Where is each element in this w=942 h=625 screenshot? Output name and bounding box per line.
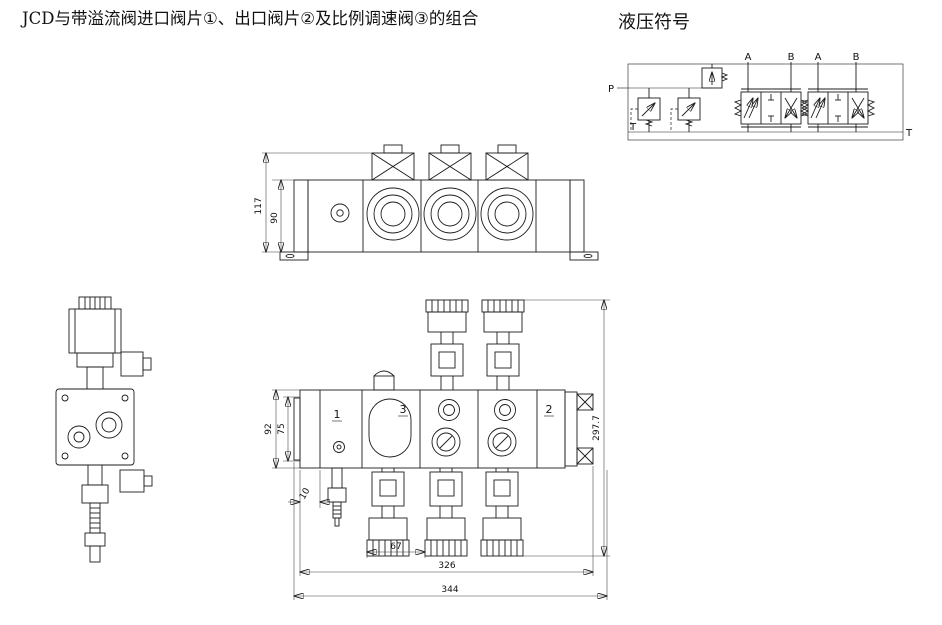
port-t-right-label: T <box>905 128 913 139</box>
work-port-b2-label: B <box>853 52 860 63</box>
dim-body-length: 326 <box>438 561 455 571</box>
front-left-foot <box>279 251 309 261</box>
front-right-endplate <box>569 179 585 253</box>
side-connector-top <box>120 351 152 377</box>
port-p-label: P <box>608 84 614 95</box>
front-left-endplate <box>293 179 309 253</box>
schematic-heading: 液压符号 <box>618 12 690 33</box>
page-title: JCD与带溢流阀进口阀片①、出口阀片②及比例调速阀③的组合 <box>20 9 478 28</box>
plan-work-section-2-ports <box>487 399 517 457</box>
relief-valve-symbol-2 <box>670 88 701 132</box>
front-valve-2 <box>423 144 477 241</box>
section-label-outlet: 2 <box>546 403 553 416</box>
plan-left-lip <box>293 397 301 461</box>
plan-right-bracket <box>564 391 594 467</box>
plan-bottom-solenoid-3 <box>480 468 524 557</box>
plan-flow-slot <box>368 398 412 458</box>
plan-manifold-body <box>299 389 566 469</box>
dim-plan-width-inner: 75 <box>277 423 287 434</box>
dim-total-length: 344 <box>441 585 458 595</box>
plan-inlet-vent <box>333 441 345 453</box>
plan-view: 1 3 2 <box>264 300 610 600</box>
dim-front-body-height: 90 <box>270 212 280 224</box>
side-view <box>55 296 153 563</box>
relief-valve-symbol-1 <box>630 88 661 132</box>
plan-relief-stem <box>327 467 347 527</box>
pressure-valve-symbol <box>701 64 729 89</box>
plan-bottom-solenoid-1 <box>366 468 410 557</box>
side-connector-bottom <box>119 469 153 493</box>
section-label-flow: 3 <box>400 403 407 416</box>
front-valve-1 <box>366 144 420 241</box>
dim-valve-spacing: 67 <box>390 542 401 552</box>
plan-bottom-solenoid-2 <box>424 468 468 557</box>
work-port-a2-label: A <box>815 52 822 63</box>
side-valve-body <box>55 388 135 466</box>
directional-valve-symbol-2 <box>800 62 876 132</box>
front-valve-3 <box>480 144 534 241</box>
port-t-left-label: T <box>629 122 637 133</box>
plan-section-dividers <box>319 390 538 468</box>
side-adjust-screw <box>81 464 109 563</box>
schematic-boundary <box>627 63 904 141</box>
titles: JCD与带溢流阀进口阀片①、出口阀片②及比例调速阀③的组合 液压符号 <box>20 9 690 33</box>
dim-total-height: 297.7 <box>592 415 602 441</box>
plan-dimensions: 92 75 10 67 326 344 <box>264 300 610 600</box>
side-solenoid-coil <box>68 308 122 390</box>
front-section-dividers <box>362 180 537 252</box>
plan-work-section-1-ports <box>431 399 461 457</box>
front-right-foot <box>569 251 599 261</box>
front-view: 117 90 <box>254 144 599 261</box>
plan-top-solenoid-2 <box>481 299 525 390</box>
work-port-b1-label: B <box>788 52 795 63</box>
plan-top-plug <box>373 370 395 391</box>
side-solenoid-cap <box>78 296 112 310</box>
dim-plan-width: 92 <box>264 423 274 434</box>
front-gauge-port <box>330 203 350 223</box>
work-port-a1-label: A <box>745 52 752 63</box>
hydraulic-schematic: P T T A B A B <box>608 52 913 141</box>
plan-top-solenoid-1 <box>425 299 469 390</box>
dim-front-total-height: 117 <box>254 197 264 214</box>
front-dimensions: 117 90 <box>254 153 372 252</box>
directional-valve-symbol-1 <box>733 62 809 132</box>
section-label-inlet: 1 <box>334 408 341 421</box>
